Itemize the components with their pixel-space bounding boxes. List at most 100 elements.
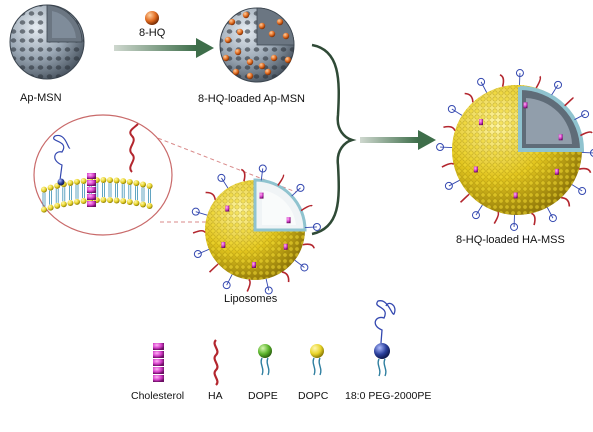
- lipid-head: [67, 200, 73, 206]
- drug-dot: [285, 57, 291, 63]
- cholesterol-mark: [225, 206, 229, 212]
- lipid-head: [100, 177, 106, 183]
- cholesterol-mark: [479, 119, 483, 125]
- lipid-head: [54, 203, 60, 209]
- ha-chain: [536, 76, 540, 87]
- drug-dot: [277, 19, 283, 25]
- peg-stem: [305, 227, 317, 228]
- ha-chain: [301, 206, 312, 211]
- lipid-head: [140, 201, 146, 207]
- legend-label-ha: HA: [208, 390, 223, 402]
- cholesterol-mark: [523, 102, 527, 108]
- ha-chain: [278, 175, 284, 186]
- drug-dot: [259, 23, 265, 29]
- drug-dot: [283, 33, 289, 39]
- lipid-head: [133, 180, 139, 186]
- arrow-2: [360, 130, 436, 150]
- ha-chain: [206, 193, 216, 200]
- ha-chain: [561, 198, 569, 207]
- legend-peg-icon: [374, 301, 395, 376]
- peg-stem: [292, 188, 301, 196]
- drug-dot: [243, 12, 249, 18]
- liposome-particle: [192, 165, 320, 294]
- label-loaded-ap-msn: 8-HQ-loaded Ap-MSN: [198, 93, 305, 105]
- ha-chain: [241, 170, 245, 182]
- lipid-head: [67, 180, 73, 186]
- lipid-head: [114, 178, 120, 184]
- ha-chain: [193, 231, 205, 233]
- label-reagent: 8-HQ: [139, 27, 165, 39]
- ha-chain: [303, 244, 314, 248]
- lipid-head: [107, 177, 113, 183]
- ha-chain: [565, 98, 574, 106]
- cholesterol-mark: [555, 169, 559, 175]
- legend-label-cholesterol: Cholesterol: [131, 390, 184, 402]
- drug-dot: [265, 69, 271, 75]
- lipid-head: [48, 205, 54, 211]
- drug-dot: [223, 55, 229, 61]
- cholesterol-mark: [474, 166, 478, 172]
- cholesterol-mark: [559, 134, 563, 140]
- loaded-ap-msn-particle: [220, 8, 294, 82]
- lipid-head: [48, 185, 54, 191]
- drug-dot: [271, 55, 277, 61]
- cholesterol-mark: [260, 193, 264, 199]
- ha-chain: [494, 212, 498, 223]
- lipid-head: [74, 179, 80, 185]
- label-product: 8-HQ-loaded HA-MSS: [456, 234, 565, 246]
- ha-mss-particle: [437, 70, 593, 231]
- drug-dot: [259, 63, 265, 69]
- lipid-head: [41, 207, 47, 213]
- peg-stem: [261, 168, 263, 180]
- drug-dot: [247, 59, 253, 65]
- merge-brace: [312, 45, 352, 234]
- ha-chain: [282, 272, 289, 282]
- label-ap-msn: Ap-MSN: [20, 92, 62, 104]
- peg-stem: [266, 279, 269, 291]
- legend-label-peg: 18:0 PEG-2000PE: [345, 390, 431, 402]
- cholesterol-mark: [287, 217, 291, 223]
- ha-chain: [500, 75, 504, 87]
- drug-dot: [237, 29, 243, 35]
- legend-dope-icon: [258, 344, 272, 375]
- legend-cholesterol-icon: [153, 343, 164, 382]
- lipid-head: [120, 178, 126, 184]
- lipid-head: [61, 201, 67, 207]
- reagent-drug-icon: [145, 11, 159, 25]
- cholesterol-mark: [221, 242, 225, 248]
- lipid-head: [147, 203, 153, 209]
- lipid-head: [140, 181, 146, 187]
- drug-dot: [229, 19, 235, 25]
- lipid-head: [74, 199, 80, 205]
- ha-chain: [443, 127, 454, 131]
- drug-dot: [247, 73, 253, 79]
- lipid-head: [81, 198, 87, 204]
- cholesterol-mark: [252, 262, 256, 268]
- legend-ha-icon: [215, 340, 218, 385]
- legend-dopc-icon: [310, 344, 324, 375]
- ap-msn-particle: [10, 5, 84, 79]
- ha-chain: [442, 164, 454, 168]
- lipid-head: [120, 198, 126, 204]
- bilayer-cholesterol: [87, 173, 96, 207]
- drug-dot: [235, 49, 241, 55]
- lipid-head: [100, 197, 106, 203]
- ha-chain: [465, 94, 473, 103]
- lipid-head: [127, 179, 133, 185]
- drug-dot: [225, 37, 231, 43]
- ha-chain: [247, 280, 250, 292]
- drug-dot: [269, 31, 275, 37]
- drug-dot: [233, 69, 239, 75]
- ha-chain: [579, 169, 590, 173]
- lipid-head: [147, 183, 153, 189]
- lipid-head: [127, 199, 133, 205]
- lipid-head: [133, 200, 139, 206]
- ha-chain: [580, 132, 592, 136]
- legend-label-dope: DOPE: [248, 390, 278, 402]
- lipid-head: [81, 178, 87, 184]
- lipid-head: [41, 187, 47, 193]
- ha-chain: [531, 213, 535, 225]
- legend-label-dopc: DOPC: [298, 390, 328, 402]
